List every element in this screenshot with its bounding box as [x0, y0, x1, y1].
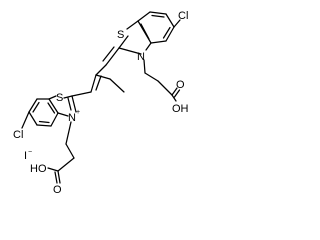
- nitrogen-positive-charge: +: [76, 109, 80, 116]
- lower-carbonyl-oxygen-label: O: [53, 184, 62, 196]
- lower-benzothiazolium: [21, 95, 77, 184]
- chemical-structure-diagram: S N Cl O OH S N + Cl O HO I −: [13, 10, 189, 196]
- lower-hydroxyl-label: HO: [30, 163, 47, 175]
- molecule-drawing: S N Cl O OH S N + Cl O HO I −: [13, 10, 189, 196]
- upper-benzothiazole: [118, 11, 181, 102]
- iodide-label: I: [24, 150, 27, 162]
- upper-hydroxyl-label: OH: [172, 103, 189, 115]
- lower-chlorine-label: Cl: [13, 129, 23, 141]
- upper-carbonyl-oxygen-label: O: [176, 79, 185, 91]
- upper-chlorine-label: Cl: [178, 10, 188, 22]
- lower-sulfur-label: S: [56, 92, 63, 104]
- lower-nitrogen-label: N: [68, 112, 76, 124]
- iodide-charge: −: [28, 149, 32, 156]
- methine-bridge: [71, 46, 125, 97]
- upper-nitrogen-label: N: [137, 51, 145, 63]
- upper-sulfur-label: S: [117, 29, 124, 41]
